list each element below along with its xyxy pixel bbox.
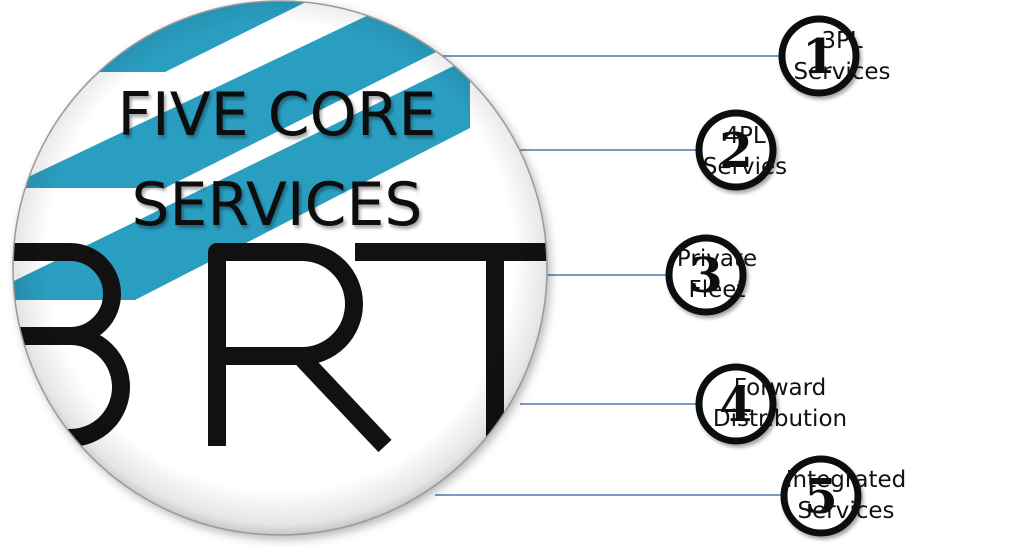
badge-circle bbox=[778, 15, 860, 97]
service-label-line-2: Servies bbox=[702, 154, 788, 180]
disc-edge-shade bbox=[13, 1, 547, 535]
service-label-line-2: Fleet bbox=[688, 277, 746, 303]
service-label-line-1: 4PL bbox=[724, 123, 766, 149]
service-label-line-1: Private bbox=[676, 246, 758, 272]
service-label-line-2: Distribution bbox=[712, 406, 848, 432]
disc-outline bbox=[12, 0, 548, 536]
service-label-1: 3PL Services bbox=[742, 26, 942, 88]
service-badge-4: 4 bbox=[695, 363, 777, 445]
badge-circle bbox=[695, 109, 777, 191]
service-label-line-2: Services bbox=[797, 498, 895, 524]
connector-lines bbox=[430, 55, 821, 496]
badge-number: 3 bbox=[689, 248, 722, 304]
title: FIVE CORE SERVICES bbox=[118, 80, 437, 240]
service-label-line-1: 3PL bbox=[821, 28, 863, 54]
badge-number: 2 bbox=[719, 123, 752, 179]
title-line-1: FIVE CORE bbox=[118, 80, 437, 150]
badge-number: 4 bbox=[719, 377, 752, 433]
service-badge-1: 1 bbox=[778, 15, 860, 97]
badge-number: 5 bbox=[804, 469, 837, 525]
title-line-2: SERVICES bbox=[131, 170, 422, 240]
service-label-2: 4PL Servies bbox=[645, 121, 845, 183]
service-badge-3: 3 bbox=[665, 234, 747, 316]
service-badge-2: 2 bbox=[695, 109, 777, 191]
badge-circle bbox=[695, 363, 777, 445]
logo-disc bbox=[12, 0, 548, 536]
service-label-line-1: Forward bbox=[733, 375, 827, 401]
badge-circle bbox=[780, 455, 862, 537]
service-badge-5: 5 bbox=[780, 455, 862, 537]
service-label-line-1: Integrated bbox=[785, 467, 907, 493]
service-label-line-2: Services bbox=[793, 59, 891, 85]
badge-circle bbox=[665, 234, 747, 316]
service-badges: 12 3 45 bbox=[665, 15, 862, 537]
badge-number: 1 bbox=[802, 29, 835, 85]
